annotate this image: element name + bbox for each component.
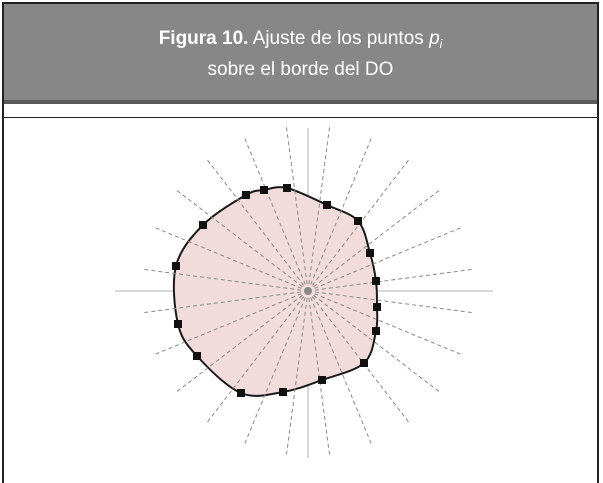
boundary-point xyxy=(174,320,182,328)
boundary-point xyxy=(283,184,291,192)
boundary-point xyxy=(372,277,380,285)
radial-ray xyxy=(307,124,331,292)
boundary-point xyxy=(360,359,368,367)
radial-ray xyxy=(285,290,309,458)
boundary-point xyxy=(366,249,374,257)
boundary-points xyxy=(172,184,381,397)
radial-ray xyxy=(307,290,411,425)
caption-subscript: i xyxy=(439,37,443,51)
caption-text: Ajuste de los puntos xyxy=(248,28,430,49)
boundary-point xyxy=(242,191,250,199)
radial-ray xyxy=(285,124,309,292)
radial-ray xyxy=(205,290,309,425)
radial-ray xyxy=(307,290,475,314)
boundary-point xyxy=(260,186,268,194)
radial-ray xyxy=(307,290,442,394)
boundary-point xyxy=(373,303,381,311)
boundary-point xyxy=(323,201,331,209)
caption-line-2: sobre el borde del DO xyxy=(207,59,394,80)
caption-symbol: p xyxy=(429,28,440,49)
boundary-point xyxy=(237,389,245,397)
radial-ray xyxy=(307,290,331,458)
boundary-point xyxy=(354,217,362,225)
radial-ray xyxy=(174,290,309,394)
boundary-point xyxy=(318,376,326,384)
object-region xyxy=(172,186,379,397)
figure-label: Figura 10. xyxy=(158,28,249,49)
radial-ray xyxy=(141,290,309,314)
radial-ray xyxy=(205,157,309,292)
radial-ray xyxy=(174,188,309,292)
radial-ray xyxy=(307,188,442,292)
figure-caption: Figura 10. Ajuste de los puntos pi sobre… xyxy=(4,4,597,104)
radial-ray xyxy=(307,268,475,292)
boundary-point xyxy=(199,221,207,229)
boundary-point xyxy=(172,262,180,270)
radial-ray xyxy=(141,268,309,292)
boundary-point xyxy=(193,352,201,360)
boundary-point xyxy=(372,327,380,335)
caption-divider xyxy=(4,108,597,118)
boundary-point xyxy=(279,388,287,396)
caption-line-1: Figura 10. Ajuste de los puntos pi xyxy=(4,26,597,57)
